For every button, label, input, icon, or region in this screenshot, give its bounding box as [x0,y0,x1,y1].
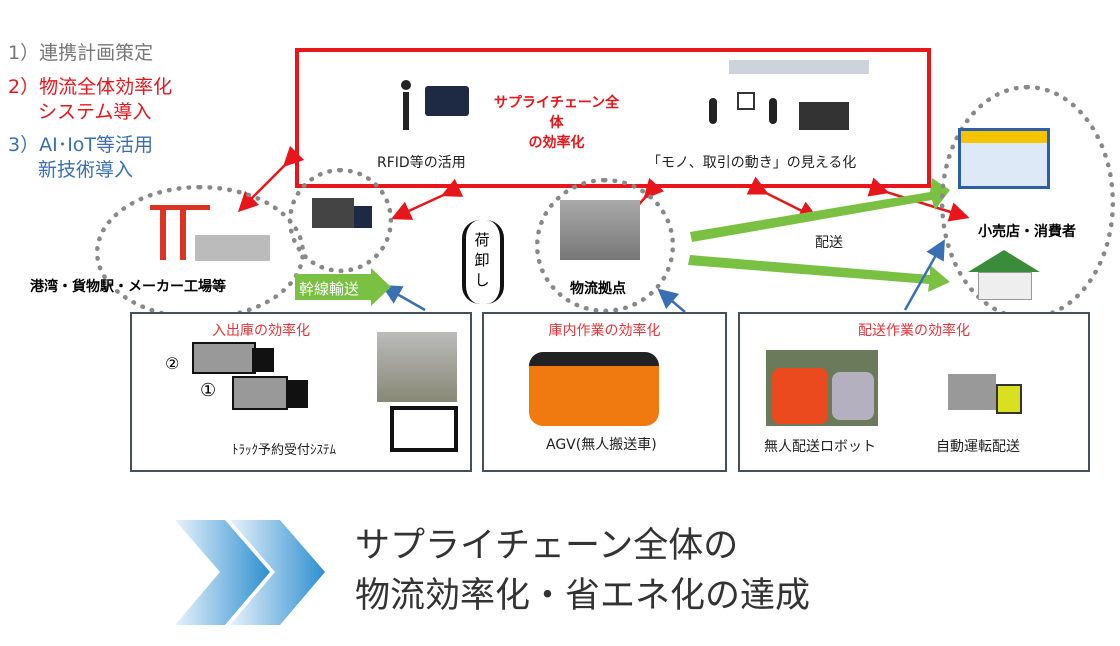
panel-caption: ﾄﾗｯｸ予約受付ｼｽﾃﾑ [232,443,337,458]
house-icon [978,272,1032,300]
conclusion-line-1: サプライチェーン全体の [355,526,739,566]
blue-arrows [381,239,945,313]
supply-chain-title: サプライチェーン全体 の効率化 [489,92,624,152]
trunk-transport-label: 幹線輸送 [299,280,360,298]
truck-1-cab-icon [286,380,308,408]
visibility-label: 「モノ、取引の動き」の見える化 [647,155,857,171]
port-crane-ship-icon [140,205,270,265]
panel-title: 配送作業の効率化 [858,323,970,339]
unload-label: 荷卸し [474,231,490,289]
retail-label: 小売店・消費者 [978,224,1076,240]
panel-title: 庫内作業の効率化 [548,323,661,339]
title-line-2: の効率化 [528,135,585,151]
agv-icon [529,352,659,426]
store-icon [958,128,1050,189]
legend-item-2: 2）物流全体効率化 [8,76,173,98]
truck-cab-icon [996,384,1022,414]
panel-caption-1: 無人配送ロボット [764,439,876,455]
warehouse-icon [377,332,457,402]
legend-item-1: 1）連携計画策定 [8,42,154,64]
title-line-1: サプライチェーン全体 [493,95,620,131]
conclusion-line-2: 物流効率化・省エネ化の達成 [355,576,811,616]
truck-icon [799,102,849,130]
panel-in-warehouse: 庫内作業の効率化 AGV(無人搬送車) [482,312,727,472]
delivery-robot-photo [766,350,878,426]
marker-2: ② [165,354,180,373]
truck-2-cab-icon [252,348,274,372]
panel-warehouse-inout: 入出庫の効率化 ② ① ﾄﾗｯｸ予約受付ｼｽﾃﾑ [130,312,472,472]
panel-caption-2: 自動運転配送 [936,439,1020,455]
marker-1: ① [200,380,217,401]
green-delivery-arrows [688,178,950,292]
hub-node-outline [535,178,675,313]
people-tracking-icon [709,92,779,126]
panel-delivery: 配送作業の効率化 無人配送ロボット 自動運転配送 [738,312,1090,472]
warehouse-icon [560,200,640,260]
supply-chain-box: サプライチェーン全体 の効率化 RFID等の活用 「モノ、取引の動き」の見える化 [295,48,931,188]
port-label: 港湾・貨物駅・メーカー工場等 [30,279,226,295]
panel-caption: AGV(無人搬送車) [546,437,657,453]
monitor-icon [390,406,458,452]
truck-cab-icon [354,206,372,228]
truck-2-icon [192,342,256,374]
sensor-bar-icon [729,60,869,74]
truck-icon [312,198,354,228]
legend-item-3-cont: 新技術導入 [38,159,134,181]
delivery-label: 配送 [815,235,843,251]
legend-item-2-cont: システム導入 [38,101,152,123]
truck-1-icon [232,376,288,410]
house-roof-icon [968,250,1040,272]
autonomous-truck-icon [948,374,996,410]
rfid-label: RFID等の活用 [377,155,466,171]
panel-title: 入出庫の効率化 [212,323,310,339]
truck-node-outline [288,168,393,273]
hub-label: 物流拠点 [570,281,626,297]
unload-bracket [462,220,504,304]
legend-item-3: 3）AI･IoT等活用 [8,134,154,156]
rfid-icon [401,80,471,130]
